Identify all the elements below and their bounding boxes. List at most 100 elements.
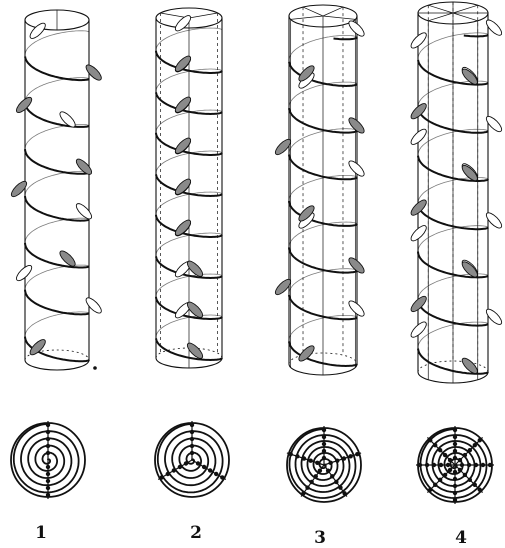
leaf-position-dot (46, 444, 50, 448)
leaf-position-dot (453, 470, 457, 474)
leaf-position-dot (428, 488, 432, 492)
leaf-position-dot (432, 463, 436, 467)
leaf-position-dot (166, 472, 170, 476)
leaf-position-dot (190, 451, 194, 455)
leaf-position-dot (308, 458, 312, 462)
leaf-position-dot (314, 474, 318, 478)
leaf-position-dot (190, 437, 194, 441)
stem-top-sector-line (303, 7, 323, 16)
leaf-position-dot (214, 472, 218, 476)
leaf (273, 137, 293, 157)
leaf-position-dot (190, 423, 194, 427)
leaf-position-dot (46, 423, 50, 427)
leaf-position-dot (322, 442, 326, 446)
leaf-position-dot (488, 463, 492, 467)
leaf-position-dot (305, 485, 309, 489)
leaf-position-dot (190, 444, 194, 448)
leaf-position-dot (473, 443, 477, 447)
leaf-position-dot (202, 465, 206, 469)
leaf-position-dot (46, 451, 50, 455)
leaf-position-dot (446, 463, 450, 467)
leaf-position-dot (473, 483, 477, 487)
leaf-position-dot (46, 465, 50, 469)
stem-4 (409, 2, 504, 383)
panel-label-1: 1 (35, 523, 47, 543)
stem-top-sector-line (291, 16, 323, 19)
leaf-position-dot (453, 449, 457, 453)
leaf (409, 223, 429, 243)
stem-cylinders (9, 2, 504, 383)
leaf-position-dot (46, 437, 50, 441)
leaf-position-dot (302, 456, 306, 460)
leaf-position-dot (184, 461, 188, 465)
leaf (273, 277, 293, 297)
leaf-position-dot (322, 435, 326, 439)
leaf-position-dot (295, 454, 299, 458)
leaf-position-dot (46, 430, 50, 434)
leaf-position-dot (453, 428, 457, 432)
panel-label-4: 4 (455, 528, 467, 548)
leaf-position-dot (438, 478, 442, 482)
leaf-position-dot (433, 483, 437, 487)
leaf-position-dot (338, 485, 342, 489)
leaf-position-dot (453, 477, 457, 481)
stem-top-sector-line (428, 13, 453, 21)
leaf (409, 320, 429, 340)
leaf-position-dot (474, 463, 478, 467)
leaf-position-dot (468, 478, 472, 482)
leaf-position-dot (443, 453, 447, 457)
spiral-line (290, 429, 356, 498)
leaf-position-dot (46, 479, 50, 483)
leaf-position-dot (453, 442, 457, 446)
stem-1 (9, 10, 104, 370)
leaf-position-dot (453, 498, 457, 502)
leaf-position-dot (460, 463, 464, 467)
spiral-diagram-4 (416, 426, 494, 504)
leaf-position-dot (190, 430, 194, 434)
leaf-position-dot (322, 449, 326, 453)
leaf-position-dot (453, 456, 457, 460)
leaf (409, 31, 429, 51)
leaf-position-dot (172, 468, 176, 472)
leaf-position-dot (355, 452, 359, 456)
stem-2 (156, 8, 222, 368)
leaf-position-dot (289, 452, 293, 456)
leaf-position-dot (443, 473, 447, 477)
spiral-diagram-2 (155, 421, 229, 497)
leaf-position-dot (448, 458, 452, 462)
leaf-position-dot (46, 493, 50, 497)
stem-dot (93, 366, 97, 370)
stem-top-sector-line (189, 13, 218, 18)
leaf-position-dot (208, 468, 212, 472)
leaf-position-dot (458, 468, 462, 472)
leaf-position-dot (301, 491, 305, 495)
stem-top-sector-line (453, 5, 478, 13)
leaf-position-dot (467, 463, 471, 467)
leaf-position-dot (342, 456, 346, 460)
leaf-position-dot (334, 480, 338, 484)
leaf-position-dot (463, 453, 467, 457)
panel-label-2: 2 (190, 523, 202, 543)
leaf-position-dot (453, 491, 457, 495)
leaf-position-dot (418, 463, 422, 467)
leaf-position-dot (433, 443, 437, 447)
leaf-position-dot (326, 468, 330, 472)
leaf-position-dot (463, 473, 467, 477)
leaf-position-dot (178, 465, 182, 469)
leaf-position-dot (322, 456, 326, 460)
leaf-position-dot (315, 461, 319, 465)
leaf-position-dot (46, 486, 50, 490)
leaf-position-dot (159, 475, 163, 479)
leaf-position-dot (220, 475, 224, 479)
leaf-position-dot (458, 458, 462, 462)
leaf-position-dot (425, 463, 429, 467)
leaf-position-dot (342, 491, 346, 495)
spiral-diagram-3 (287, 426, 361, 502)
leaf-position-dot (318, 468, 322, 472)
leaf-position-dot (481, 463, 485, 467)
leaf (409, 127, 429, 147)
leaf-position-dot (468, 448, 472, 452)
leaf-position-dot (328, 461, 332, 465)
panel-labels: 1 2 3 4 (35, 523, 467, 548)
spiral-line (158, 424, 223, 492)
